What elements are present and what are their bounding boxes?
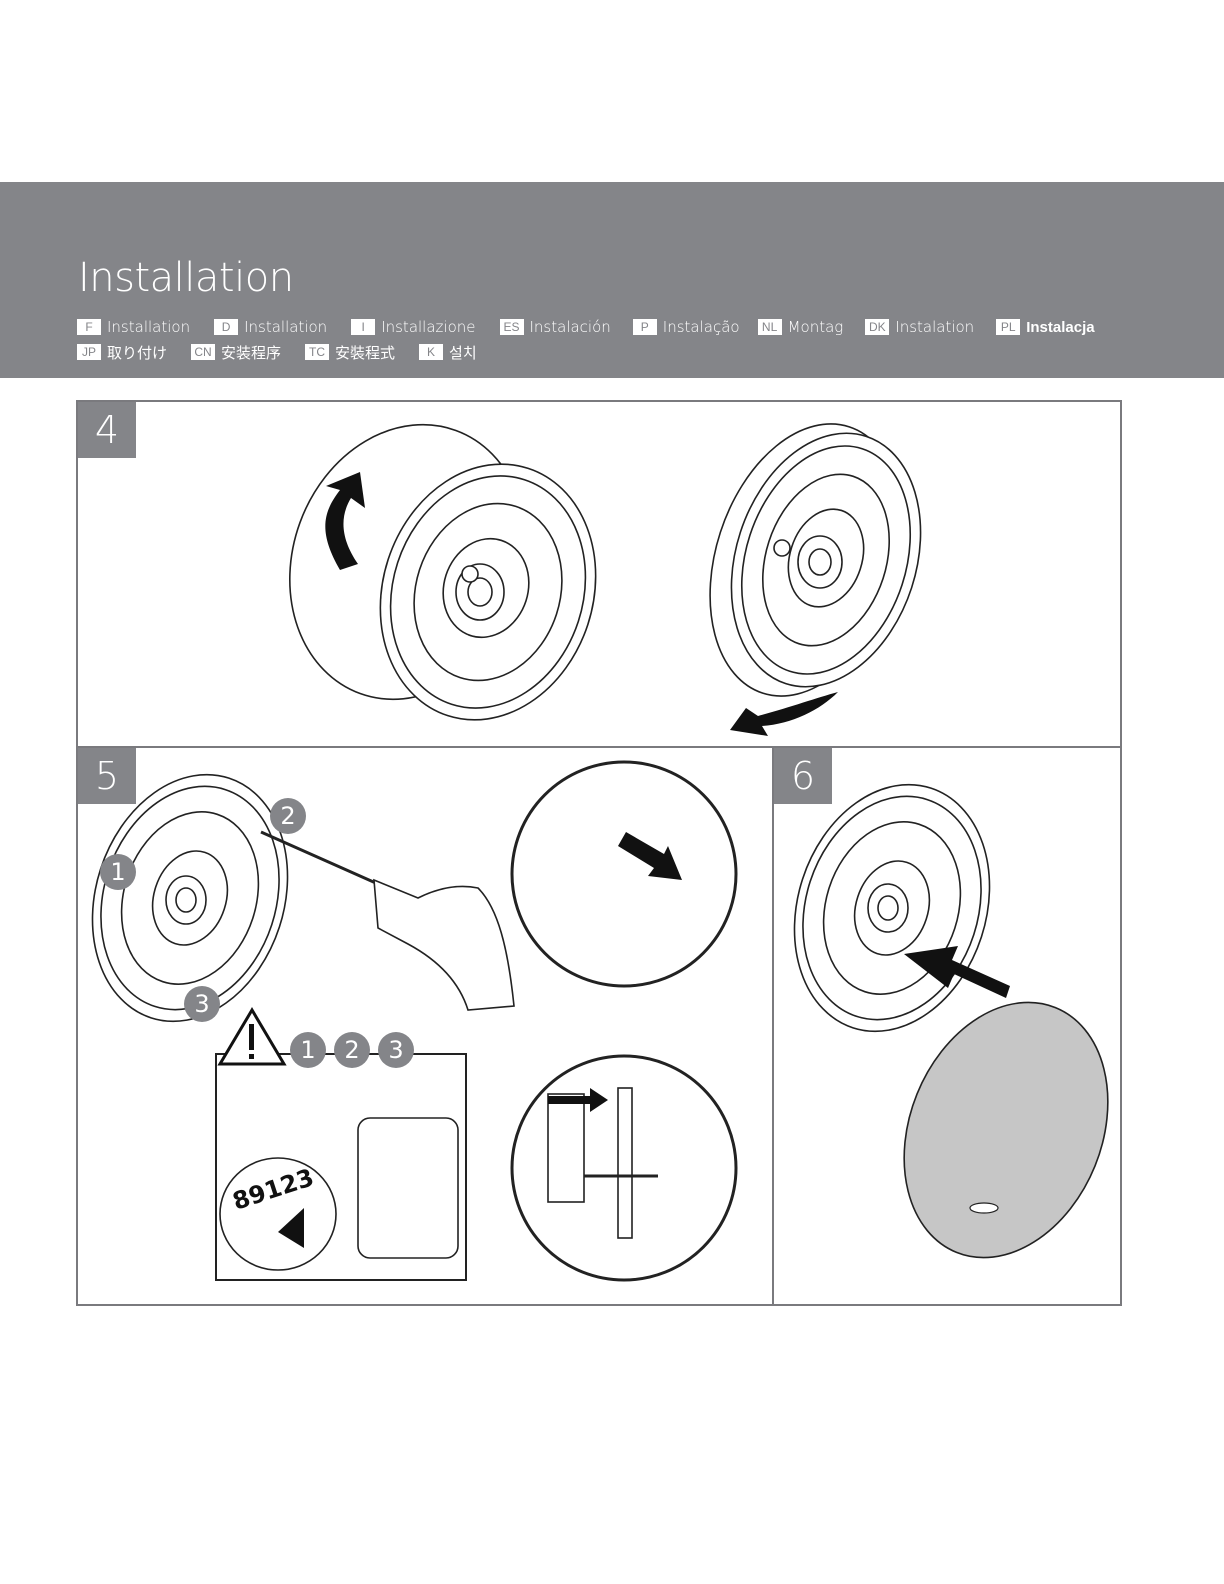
step-6-illustration (774, 748, 1120, 1304)
step-6-panel: 6 (772, 746, 1122, 1306)
lang-code-badge: K (419, 344, 443, 360)
lang-item: JP 取り付け (77, 342, 167, 363)
callout-1: 1 (110, 858, 125, 886)
callout-2: 2 (280, 802, 295, 830)
step-5-panel: 5 (76, 746, 774, 1306)
lang-item: DK Instalation (865, 318, 974, 336)
lang-item: I Installazione (351, 318, 475, 336)
language-row-2: JP 取り付け CN 安装程序 TC 安裝程式 K 설치 (77, 341, 477, 363)
lang-item: TC 安裝程式 (305, 342, 395, 363)
lang-label: Installazione (381, 318, 475, 336)
lang-label: Montag (788, 318, 844, 336)
warning-icon (220, 1010, 284, 1064)
lang-label: Instalación (530, 318, 611, 336)
language-row-1: F Installation D Installation I Installa… (77, 316, 1095, 338)
page-title: Installation (78, 250, 294, 306)
lang-item: ES Instalación (500, 318, 611, 336)
lang-label: Instalação (663, 318, 740, 336)
lang-code-badge: NL (758, 319, 782, 335)
step-4-illustration (78, 402, 1120, 746)
lang-item: P Instalação (633, 318, 740, 336)
warning-step-3: 3 (388, 1036, 403, 1064)
lang-label: Installation (244, 318, 327, 336)
lang-code-badge: DK (865, 319, 889, 335)
lang-code-badge: D (214, 319, 238, 335)
lang-label: Instalation (895, 318, 974, 336)
lang-code-badge: F (77, 319, 101, 335)
lang-label: Installation (107, 318, 190, 336)
step-5-illustration: 1 2 3 1 2 3 89123 (78, 748, 772, 1304)
lang-label: Instalacja (1026, 319, 1094, 336)
lang-code-badge: TC (305, 344, 329, 360)
lang-code-badge: P (633, 319, 657, 335)
lang-item: K 설치 (419, 342, 477, 363)
lang-code-badge: PL (996, 319, 1020, 335)
warning-step-2: 2 (344, 1036, 359, 1064)
lang-label: 安装程序 (221, 342, 281, 363)
lang-item: PL Instalacja (996, 319, 1094, 336)
lang-label: 설치 (449, 342, 477, 363)
lang-code-badge: JP (77, 344, 101, 360)
lang-item: D Installation (214, 318, 327, 336)
warning-step-1: 1 (300, 1036, 315, 1064)
lang-item: NL Montag (758, 318, 844, 336)
lang-code-badge: CN (191, 344, 215, 360)
callout-3: 3 (194, 990, 209, 1018)
lang-item: CN 安装程序 (191, 342, 281, 363)
lang-code-badge: ES (500, 319, 524, 335)
lang-item: F Installation (77, 318, 190, 336)
lang-code-badge: I (351, 319, 375, 335)
step-4-panel: 4 (76, 400, 1122, 748)
lang-label: 安裝程式 (335, 342, 395, 363)
lang-label: 取り付け (107, 342, 167, 363)
